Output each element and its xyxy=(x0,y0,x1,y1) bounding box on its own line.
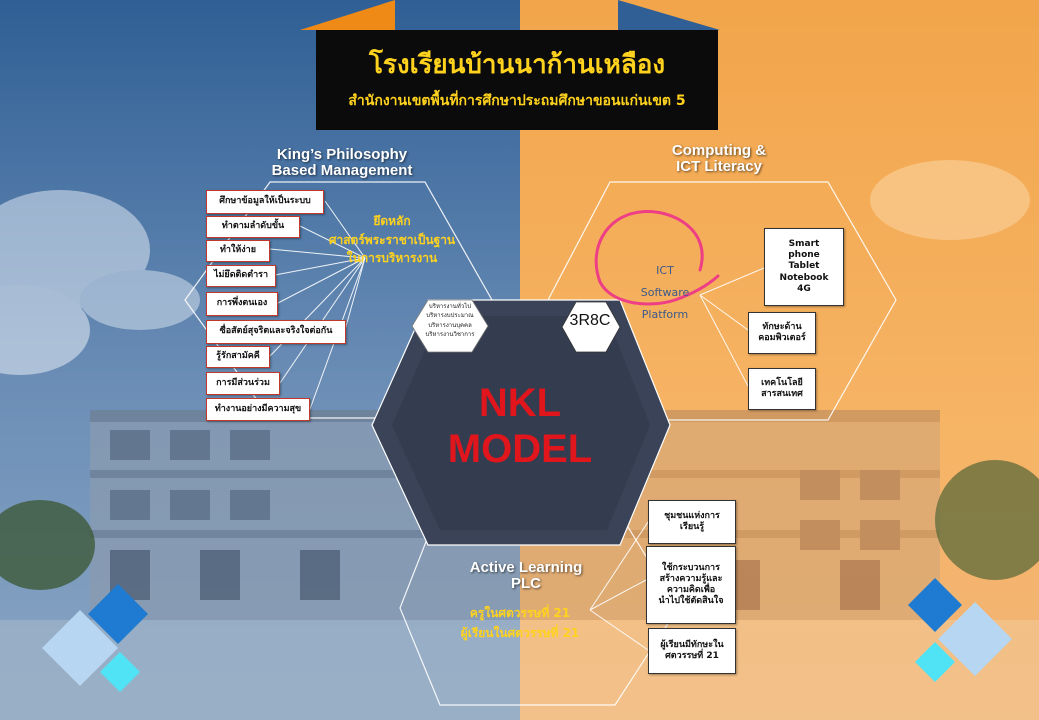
ict-line: Software xyxy=(640,286,690,299)
box-line: เรียนรู้ xyxy=(679,522,705,532)
devices-box: Smart phone Tablet Notebook 4G xyxy=(764,228,844,306)
skill-line: เทคโนโลยี xyxy=(761,377,803,388)
top-accent-left xyxy=(300,0,395,30)
principle-line: ศาสตร์พระราชาเป็นฐาน xyxy=(328,232,456,247)
box-line: นำไปใช้ตัดสินใจ xyxy=(658,596,724,607)
model-title-line2: MODEL xyxy=(447,427,593,471)
computer-skill-box: ทักษะด้าน คอมพิวเตอร์ xyxy=(748,312,816,354)
admin-list: บริหารงานทั่วไป บริหารงบประมาณ บริหารงาน… xyxy=(418,302,482,339)
box-line: ใช้กระบวนการ xyxy=(662,562,720,573)
clouds xyxy=(0,160,1030,375)
principle-item: ไม่ยึดติดตำรา xyxy=(206,265,276,287)
device-line: Smart xyxy=(788,238,820,249)
model-title-line1: NKL xyxy=(478,381,562,425)
box-line: สร้างความรู้และ xyxy=(659,573,723,584)
box-line: ผู้เรียนมีทักษะใน xyxy=(660,639,724,650)
process-box: ใช้กระบวนการ สร้างความรู้และ ความคิดเพื่… xyxy=(646,546,736,624)
principle-item: ทำตามลำดับขั้น xyxy=(206,216,300,238)
left-heading-line2: Based Management xyxy=(271,161,413,179)
principle-item: การมีส่วนร่วม xyxy=(206,372,280,395)
box-line: ศตวรรษที่ 21 xyxy=(665,651,719,661)
right-heading-line2: ICT Literacy xyxy=(676,157,762,175)
title-banner xyxy=(316,30,718,130)
admin-hexagon xyxy=(411,299,489,353)
bottom-connector-lines xyxy=(589,521,649,651)
device-line: Notebook xyxy=(779,272,829,283)
diamond-decor-right xyxy=(908,578,1012,682)
diamond-decor-left xyxy=(42,584,148,692)
admin-item: บริหารงบประมาณ xyxy=(426,312,474,320)
device-line: 4G xyxy=(797,283,811,294)
skill-line: คอมพิวเตอร์ xyxy=(758,333,806,343)
bottom-heading: Active Learning PLC xyxy=(455,560,597,592)
center-hexagon-inner xyxy=(392,316,650,530)
device-line: Tablet xyxy=(788,261,820,272)
ict-label: ICT Software Platform xyxy=(622,260,708,326)
ict-highlight-circle xyxy=(594,210,720,306)
century-text: ครูในศตวรรษที่ 21 ผู้เรียนในศตวรรษที่ 21 xyxy=(440,604,600,644)
principle-item: ศึกษาข้อมูลให้เป็นระบบ xyxy=(206,190,324,214)
principle-item: ทำให้ง่าย xyxy=(206,240,270,262)
skill-line: สารสนเทศ xyxy=(761,389,803,399)
badge-hexagon xyxy=(561,301,621,353)
left-heading-line1: King’s Philosophy xyxy=(276,146,408,163)
bottom-heading-line2: PLC xyxy=(511,574,541,592)
badge-3r8c: 3R8C xyxy=(569,312,611,329)
left-connector-lines xyxy=(269,200,366,410)
bottom-heading-line1: Active Learning xyxy=(469,559,583,576)
right-heading: Computing & ICT Literacy xyxy=(654,143,784,175)
skill-line: ทักษะด้าน xyxy=(762,321,802,332)
principle-item: ทำงานอย่างมีความสุข xyxy=(206,398,310,421)
principle-item: รู้รักสามัคคี xyxy=(206,346,270,368)
principle-item: ซื่อสัตย์สุจริตและจริงใจต่อกัน xyxy=(206,320,346,344)
device-line: phone xyxy=(788,250,820,261)
principle-line: ยึดหลัก xyxy=(373,214,411,228)
ict-line: ICT xyxy=(656,264,674,277)
teacher-line: ครูในศตวรรษที่ 21 xyxy=(469,606,571,620)
top-accent-right xyxy=(618,0,720,30)
school-name: โรงเรียนบ้านนาก้านเหลือง xyxy=(368,50,666,80)
principle-item: การพึ่งตนเอง xyxy=(206,292,278,316)
box-line: ชุมชนแห่งการ xyxy=(664,510,720,521)
principle-line: ในการบริหารงาน xyxy=(346,251,438,266)
admin-item: บริหารงานบุคคล xyxy=(428,321,472,329)
trees xyxy=(0,460,1039,590)
learning-community-box: ชุมชนแห่งการ เรียนรู้ xyxy=(648,500,736,544)
box-line: ความคิดเพื่อ xyxy=(666,585,716,595)
student-line: ผู้เรียนในศตวรรษที่ 21 xyxy=(460,625,580,640)
right-connector-lines xyxy=(699,267,765,387)
model-title: NKL MODEL xyxy=(435,380,605,472)
left-heading: King’s Philosophy Based Management xyxy=(252,147,432,179)
right-heading-line1: Computing & xyxy=(671,142,767,159)
it-skill-box: เทคโนโลยี สารสนเทศ xyxy=(748,368,816,410)
admin-item: บริหารงานวิชาการ xyxy=(425,330,475,338)
admin-item: บริหารงานทั่วไป xyxy=(428,303,472,310)
student-skill-box: ผู้เรียนมีทักษะใน ศตวรรษที่ 21 xyxy=(648,628,736,674)
principle-text: ยึดหลัก ศาสตร์พระราชาเป็นฐาน ในการบริหาร… xyxy=(322,212,462,268)
office-name: สำนักงานเขตพื้นที่การศึกษาประถมศึกษาขอนแ… xyxy=(348,93,686,109)
ict-line: Platform xyxy=(641,308,689,321)
